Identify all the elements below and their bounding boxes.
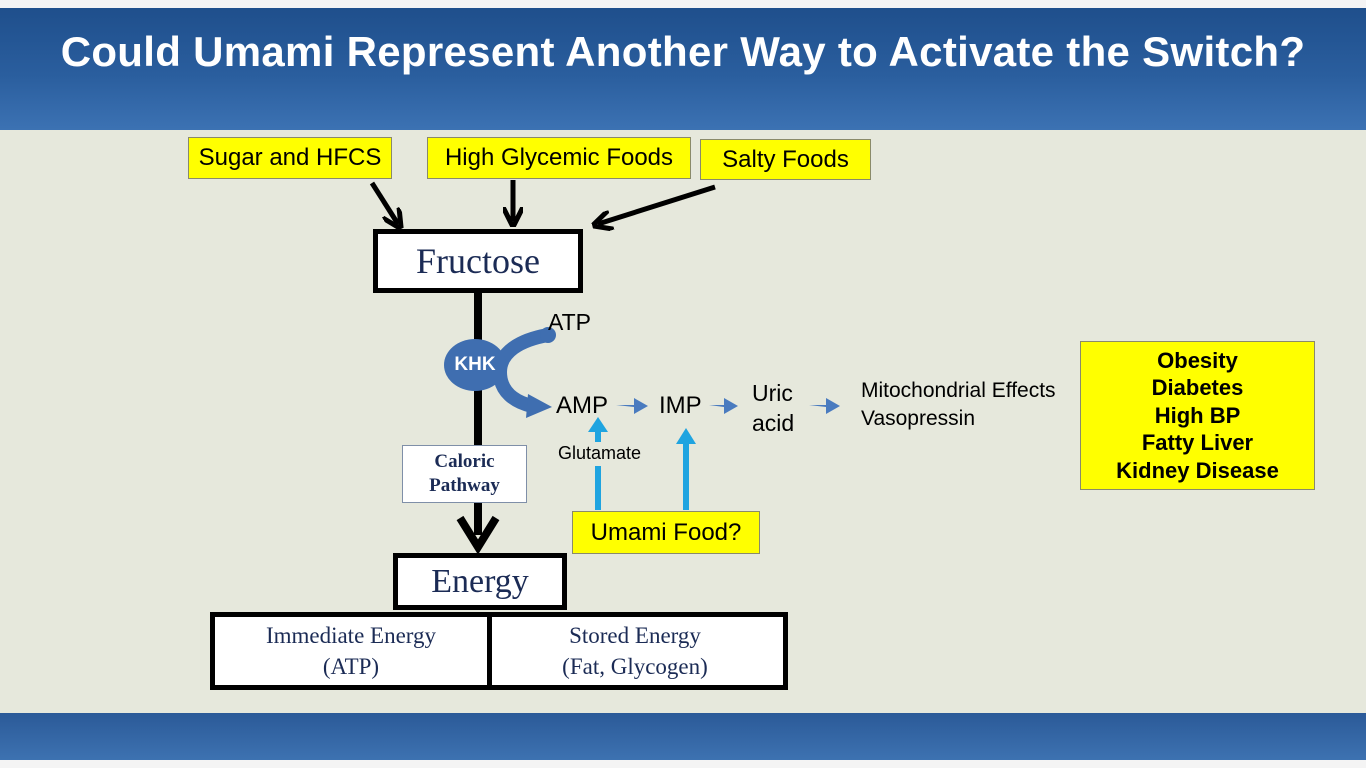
outcome-high-bp: High BP — [1154, 402, 1241, 428]
energy-label: Energy — [431, 562, 529, 600]
slide-title: Could Umami Represent Another Way to Act… — [60, 28, 1306, 75]
atp-dot — [540, 327, 556, 343]
fructose-box: Fructose — [373, 229, 583, 293]
immediate-energy-line-2: (ATP) — [322, 654, 380, 679]
energy-split-box — [210, 612, 788, 690]
immediate-energy-cell: Immediate Energy (ATP) — [215, 620, 487, 682]
immediate-energy-line-1: Immediate Energy — [265, 623, 437, 648]
effects-vasopressin: Vasopressin — [861, 407, 976, 430]
slide-header: Could Umami Represent Another Way to Act… — [0, 8, 1366, 130]
outcome-fatty-liver: Fatty Liver — [1141, 430, 1254, 456]
fructose-label: Fructose — [416, 241, 540, 281]
energy-split-divider — [487, 617, 492, 685]
umami-to-imp-arrowhead — [676, 428, 696, 444]
sugar-arrow — [369, 181, 398, 224]
outcome-diabetes: Diabetes — [1151, 375, 1244, 401]
khk-node — [444, 339, 506, 391]
outcome-obesity: Obesity — [1157, 347, 1238, 373]
stored-energy-line-1: Stored Energy — [569, 623, 701, 648]
uric-acid-label-1: Uric — [752, 380, 793, 406]
atp-label: ATP — [548, 309, 592, 335]
caloric-pathway-line-1: Caloric — [434, 451, 495, 472]
energy-arrowhead — [456, 515, 500, 555]
bottom-strip — [0, 760, 1366, 768]
slide-footer — [0, 713, 1366, 760]
imp-label: IMP — [659, 392, 702, 419]
atp-arrowhead — [526, 394, 552, 418]
salty-arrow — [598, 184, 716, 224]
source-sugar-label: Sugar and HFCS — [198, 144, 382, 171]
amp-label: AMP — [556, 392, 609, 419]
energy-box: Energy — [393, 553, 567, 610]
source-salty: Salty Foods — [700, 139, 871, 180]
stored-energy-line-2: (Fat, Glycogen) — [562, 654, 708, 679]
uric-acid-label-2: acid — [752, 410, 795, 436]
umami-food-label: Umami Food? — [590, 518, 742, 546]
caloric-pathway-line-2: Pathway — [429, 475, 500, 496]
source-glycemic: High Glycemic Foods — [427, 137, 691, 179]
source-sugar: Sugar and HFCS — [188, 137, 392, 179]
atp-curve-arrow — [492, 328, 550, 413]
amp-to-imp-arrow — [616, 398, 648, 414]
caloric-pathway-box: Caloric Pathway — [402, 445, 527, 503]
source-salty-label: Salty Foods — [722, 145, 849, 173]
outcomes-box: Obesity Diabetes High BP Fatty Liver Kid… — [1080, 341, 1315, 490]
effects-mitochondrial: Mitochondrial Effects — [861, 379, 1056, 402]
top-strip — [0, 0, 1366, 8]
outcome-kidney-disease: Kidney Disease — [1116, 457, 1279, 483]
uric-to-effects-arrow — [809, 398, 840, 414]
source-glycemic-label: High Glycemic Foods — [444, 144, 674, 171]
umami-food-box: Umami Food? — [572, 511, 760, 554]
khk-label: KHK — [454, 354, 496, 375]
imp-to-uric-arrow — [709, 398, 738, 414]
umami-to-amp-arrowhead — [588, 417, 608, 432]
stored-energy-cell: Stored Energy (Fat, Glycogen) — [487, 620, 783, 682]
glutamate-label: Glutamate — [557, 443, 643, 464]
